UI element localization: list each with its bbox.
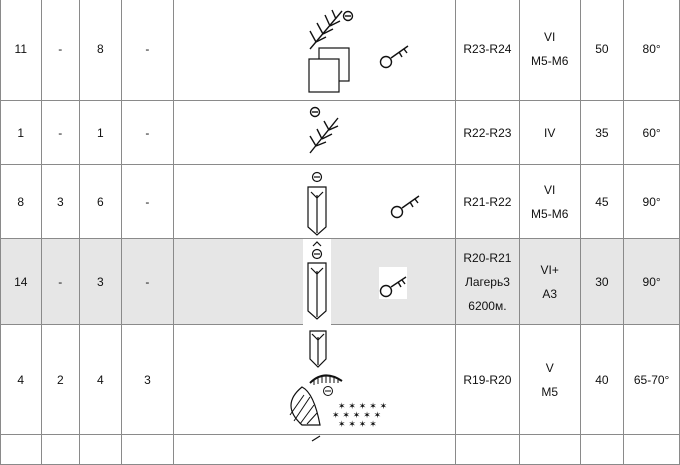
cell-count-1: 1: [0, 100, 42, 165]
table-row: [0, 434, 680, 465]
inner-corner-icon: [307, 171, 327, 236]
route-cell: R19-R20: [454, 324, 520, 435]
cornice-icon: [289, 374, 343, 426]
angle-cell: 65-70°: [623, 324, 680, 435]
grade-cell: IV: [518, 100, 581, 165]
table-row: 14 - 3 -: [0, 238, 680, 325]
angle-cell: 60°: [623, 100, 680, 165]
cell-count-3: 3: [79, 238, 122, 325]
route-cell: R22-R23: [454, 100, 520, 165]
cell-count-4: -: [120, 164, 175, 239]
cell-count-4: -: [120, 100, 175, 165]
cell-count-3: 8: [79, 0, 122, 101]
symbol-cell: [173, 100, 456, 165]
cell-count-1: 4: [0, 324, 42, 435]
symbol-cell: [173, 434, 456, 465]
cell-count-3: 4: [79, 324, 122, 435]
key-icon: [380, 45, 409, 69]
cell-count-4: 3: [120, 324, 175, 435]
cell-count-2: -: [40, 238, 81, 325]
symbol-cell: [173, 238, 456, 325]
svg-text:✶ ✶ ✶ ✶ ✶: ✶ ✶ ✶ ✶ ✶: [338, 402, 387, 412]
route-cell: R23-R24: [454, 0, 520, 101]
inner-corner-icon: [309, 330, 327, 368]
cell-count-4: -: [120, 238, 175, 325]
angle-cell: 80°: [623, 0, 680, 101]
symbol-cell: [173, 0, 456, 101]
cell-count-1: 14: [0, 238, 42, 325]
angle-cell: 90°: [623, 164, 680, 239]
key-icon: [391, 195, 420, 219]
route-cell: R20-R21 Лагерь3 6200м.: [454, 238, 520, 325]
route-cell: R21-R22: [454, 164, 520, 239]
grade-cell: VI+A3: [518, 238, 581, 325]
svg-text:✶ ✶ ✶ ✶ ✶: ✶ ✶ ✶ ✶ ✶: [332, 411, 381, 421]
fir-branch-icon: [309, 106, 339, 154]
rock-block-icon: [308, 47, 350, 93]
key-icon: [379, 267, 408, 299]
table-row: 4 2 4 3: [0, 324, 680, 435]
symbol-cell: [173, 164, 456, 239]
cell-count-1: 11: [0, 0, 42, 101]
length-cell: 30: [579, 238, 625, 325]
length-cell: 40: [579, 324, 625, 435]
length-cell: 50: [579, 0, 625, 101]
angle-cell: 90°: [623, 238, 680, 325]
symbol-cell: ✶ ✶ ✶ ✶ ✶ ✶ ✶ ✶ ✶ ✶ ✶ ✶ ✶ ✶: [173, 324, 456, 435]
table-row: 1 - 1 - R22-R23 IV 35 60°: [0, 100, 680, 165]
scree-icon: ✶ ✶ ✶ ✶ ✶ ✶ ✶ ✶ ✶ ✶ ✶ ✶ ✶ ✶: [332, 402, 387, 430]
table-row: 11 - 8 -: [0, 0, 680, 101]
cell-count-1: 8: [0, 164, 42, 239]
length-cell: 45: [579, 164, 625, 239]
cell-count-2: -: [40, 100, 81, 165]
route-line-fragment: [311, 435, 321, 442]
cell-count-2: -: [40, 0, 81, 101]
cell-count-2: 3: [40, 164, 81, 239]
cell-count-2: 2: [40, 324, 81, 435]
inner-corner-icon: [307, 241, 327, 320]
cell-count-3: 1: [79, 100, 122, 165]
length-cell: 35: [579, 100, 625, 165]
cell-count-4: -: [120, 0, 175, 101]
cell-count-3: 6: [79, 164, 122, 239]
fir-branch-icon: [309, 9, 354, 50]
svg-text:✶ ✶ ✶ ✶: ✶ ✶ ✶ ✶: [338, 420, 377, 430]
